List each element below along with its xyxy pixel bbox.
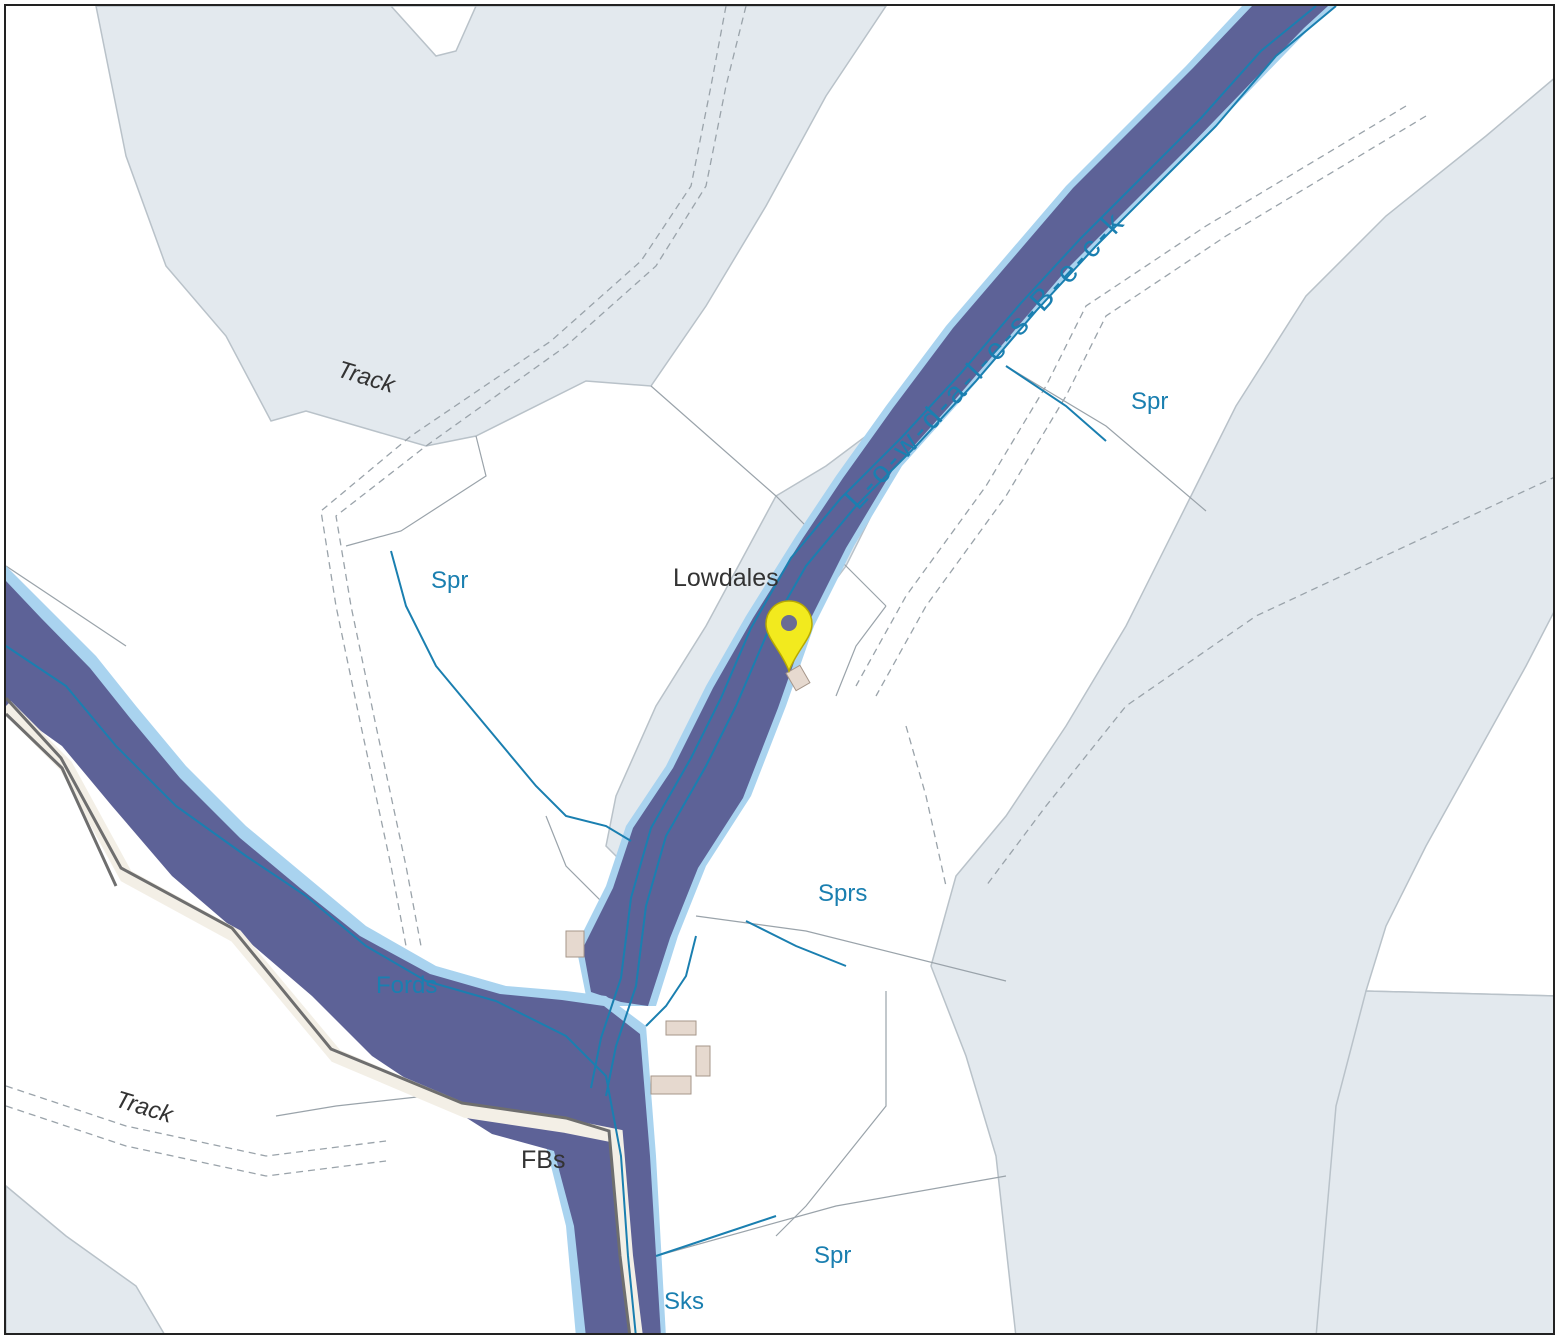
- track-east-b: [875, 115, 1427, 697]
- spring-east: [1005, 365, 1107, 442]
- flood-zone-beck-core: [583, 6, 1328, 1006]
- road-line-a: [6, 696, 632, 1333]
- location-pin-icon[interactable]: [765, 600, 813, 674]
- spring-south: [655, 1215, 777, 1257]
- woodland-northwest-notch: [389, 6, 477, 57]
- map-canvas[interactable]: Track Track Spr Spr Spr Sprs Lowdales Fo…: [4, 4, 1555, 1335]
- road-line-b: [6, 712, 118, 887]
- track-east-a: [855, 105, 1407, 687]
- label-track-south: Track: [112, 1086, 177, 1129]
- track-north-a: [335, 6, 747, 947]
- spring-west: [390, 550, 632, 842]
- building-lowdales: [785, 664, 811, 692]
- building-farm-3: [650, 1075, 692, 1095]
- tracks: [6, 6, 1553, 1177]
- flood-zone-main-core: [6, 581, 661, 1333]
- map-svg: Track Track Spr Spr Spr Sprs Lowdales Fo…: [6, 6, 1553, 1333]
- label-fords: Fords: [376, 972, 437, 999]
- main-stream: [6, 645, 637, 1333]
- track-south-a: [6, 1085, 387, 1157]
- track-far-east: [985, 477, 1553, 887]
- field-boundaries: [6, 365, 1207, 1257]
- flood-zone: [6, 6, 1336, 1333]
- road: [6, 696, 643, 1333]
- woodland-north: [95, 6, 887, 447]
- woodland-east-strip: [1315, 990, 1553, 1333]
- beck-channel-a: [605, 6, 1337, 1097]
- track-southeast: [905, 725, 947, 887]
- label-sprs: Sprs: [818, 880, 867, 907]
- buildings: [565, 664, 811, 1095]
- spring-sprs: [645, 935, 697, 1027]
- label-beck: L-o-w-d-a-l-e-s-B-e-c-k: [839, 204, 1133, 516]
- woodland-areas: [6, 6, 1553, 1333]
- label-spr-east: Spr: [1131, 388, 1168, 415]
- building-farm-2: [695, 1045, 711, 1077]
- watercourses: [6, 6, 1337, 1333]
- spring-sprs-b: [745, 920, 847, 967]
- label-spr-south: Spr: [814, 1242, 851, 1269]
- beck-channel-b: [590, 6, 1317, 1089]
- woodland-southwest: [6, 1185, 165, 1333]
- track-south-b: [6, 1105, 387, 1177]
- label-fbs: FBs: [521, 1146, 565, 1174]
- building-farm-1: [665, 1020, 697, 1036]
- flood-zone-beck: [576, 6, 1336, 1006]
- label-lowdales: Lowdales: [673, 564, 779, 592]
- label-sks: Sks: [664, 1288, 704, 1315]
- label-spr-west: Spr: [431, 567, 468, 594]
- building-farm-4: [565, 930, 585, 958]
- track-north-b: [320, 6, 727, 947]
